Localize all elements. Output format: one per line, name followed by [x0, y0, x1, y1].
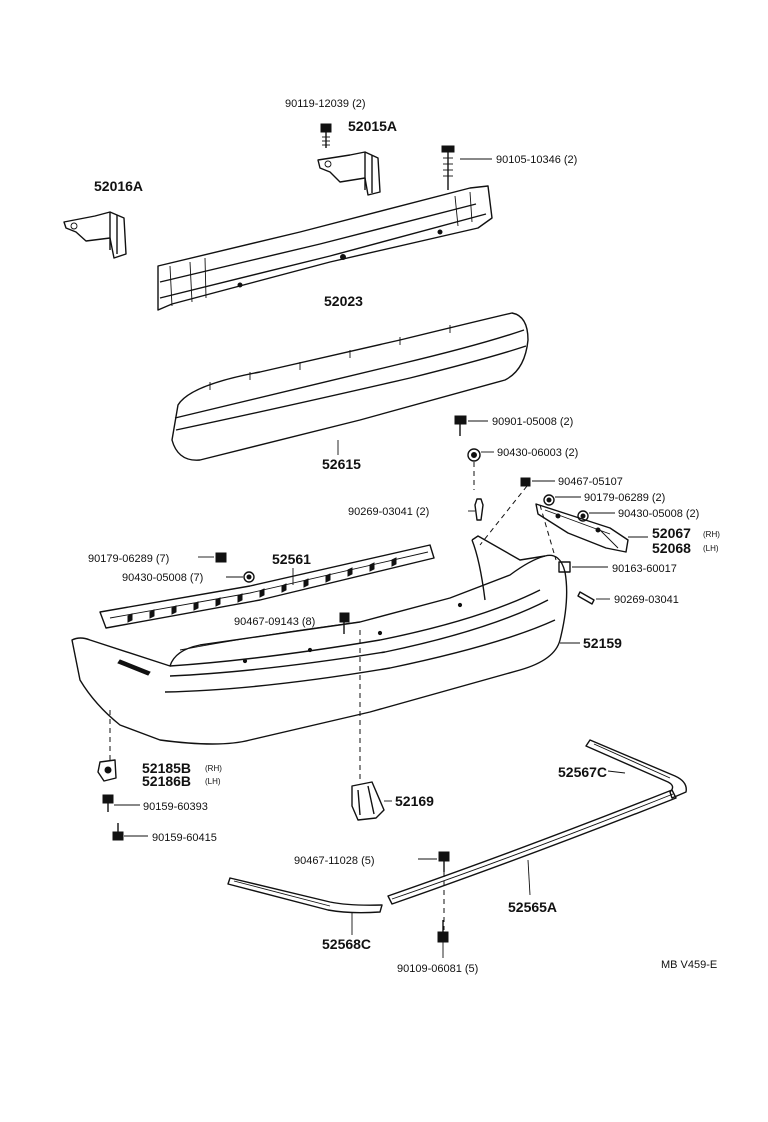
label-52186B-side: (LH): [205, 777, 221, 786]
label-52615: 52615: [322, 456, 361, 472]
label-52169: 52169: [395, 793, 434, 809]
washer-90430-05008-left: [226, 571, 255, 583]
label-52068: 52068: [652, 540, 691, 556]
screw-90159-60393: [102, 794, 140, 812]
clip-90467-11028: [418, 851, 450, 930]
support-52169: [351, 781, 392, 821]
label-52015A: 52015A: [348, 118, 397, 134]
moulding-52565A: [387, 789, 677, 905]
label-90430-05008-right: 90430-05008 (2): [618, 508, 699, 520]
label-52016A: 52016A: [94, 178, 143, 194]
screw-90269-03041-right: [577, 591, 610, 605]
screw-90109-06081: [437, 920, 449, 958]
clip-90163-60017: [558, 561, 608, 573]
nut-90179-06289-left: [198, 552, 227, 563]
label-52068-side: (LH): [703, 544, 719, 553]
label-90269-03041-left: 90269-03041 (2): [348, 506, 429, 518]
nut-90467-05107: [520, 477, 555, 487]
moulding-52568C: [227, 877, 383, 935]
diagram-code: MB V459-E: [661, 959, 717, 971]
bolt-90105-10346: [441, 145, 492, 190]
label-90467-11028: 90467-11028 (5): [294, 855, 375, 867]
retainer-52561: [99, 544, 435, 629]
washer-90430-06003: [467, 448, 494, 462]
bracket-52016A: [63, 211, 127, 259]
washer-90430-05008-right: [577, 510, 615, 522]
label-90109-06081: 90109-06081 (5): [397, 963, 478, 975]
label-90119-12039: 90119-12039 (2): [285, 98, 366, 110]
bolt-90901-05008: [454, 415, 488, 436]
retainer-52067-52068: [535, 503, 648, 553]
label-90430-06003: 90430-06003 (2): [497, 447, 578, 459]
nut-90179-06289-right: [543, 494, 581, 506]
label-52067: 52067: [652, 525, 691, 541]
screw-90269-03041-left: [468, 498, 484, 521]
bolt-90119-12039: [320, 123, 332, 148]
reinforcement-52023: [157, 185, 493, 311]
label-90467-05107: 90467-05107: [558, 476, 623, 488]
label-52185B-side: (RH): [205, 764, 222, 773]
label-90179-06289-left: 90179-06289 (7): [88, 553, 169, 565]
label-90467-09143: 90467-09143 (8): [234, 616, 315, 628]
label-52159: 52159: [583, 635, 622, 651]
label-90105-10346: 90105-10346 (2): [496, 154, 577, 166]
bumper-cover-52159: [71, 535, 580, 745]
absorber-52615: [171, 312, 529, 461]
screw-90159-60415: [112, 823, 148, 841]
dashed-leaders: [109, 462, 557, 782]
label-52567C: 52567C: [558, 764, 607, 780]
label-52186B: 52186B: [142, 773, 191, 789]
label-52565A: 52565A: [508, 899, 557, 915]
label-52568C: 52568C: [322, 936, 371, 952]
label-90163-60017: 90163-60017: [612, 563, 677, 575]
label-52067-side: (RH): [703, 530, 720, 539]
label-90901-05008: 90901-05008 (2): [492, 416, 573, 428]
label-52023: 52023: [324, 293, 363, 309]
label-52561: 52561: [272, 551, 311, 567]
bracket-52015A: [317, 151, 381, 196]
label-90159-60393: 90159-60393: [143, 801, 208, 813]
label-52185B: 52185B: [142, 760, 191, 776]
label-90269-03041-right: 90269-03041: [614, 594, 679, 606]
bracket-52185B-52186B: [97, 759, 117, 782]
label-90430-05008-left: 90430-05008 (7): [122, 572, 203, 584]
label-90179-06289-right: 90179-06289 (2): [584, 492, 665, 504]
label-90159-60415: 90159-60415: [152, 832, 217, 844]
